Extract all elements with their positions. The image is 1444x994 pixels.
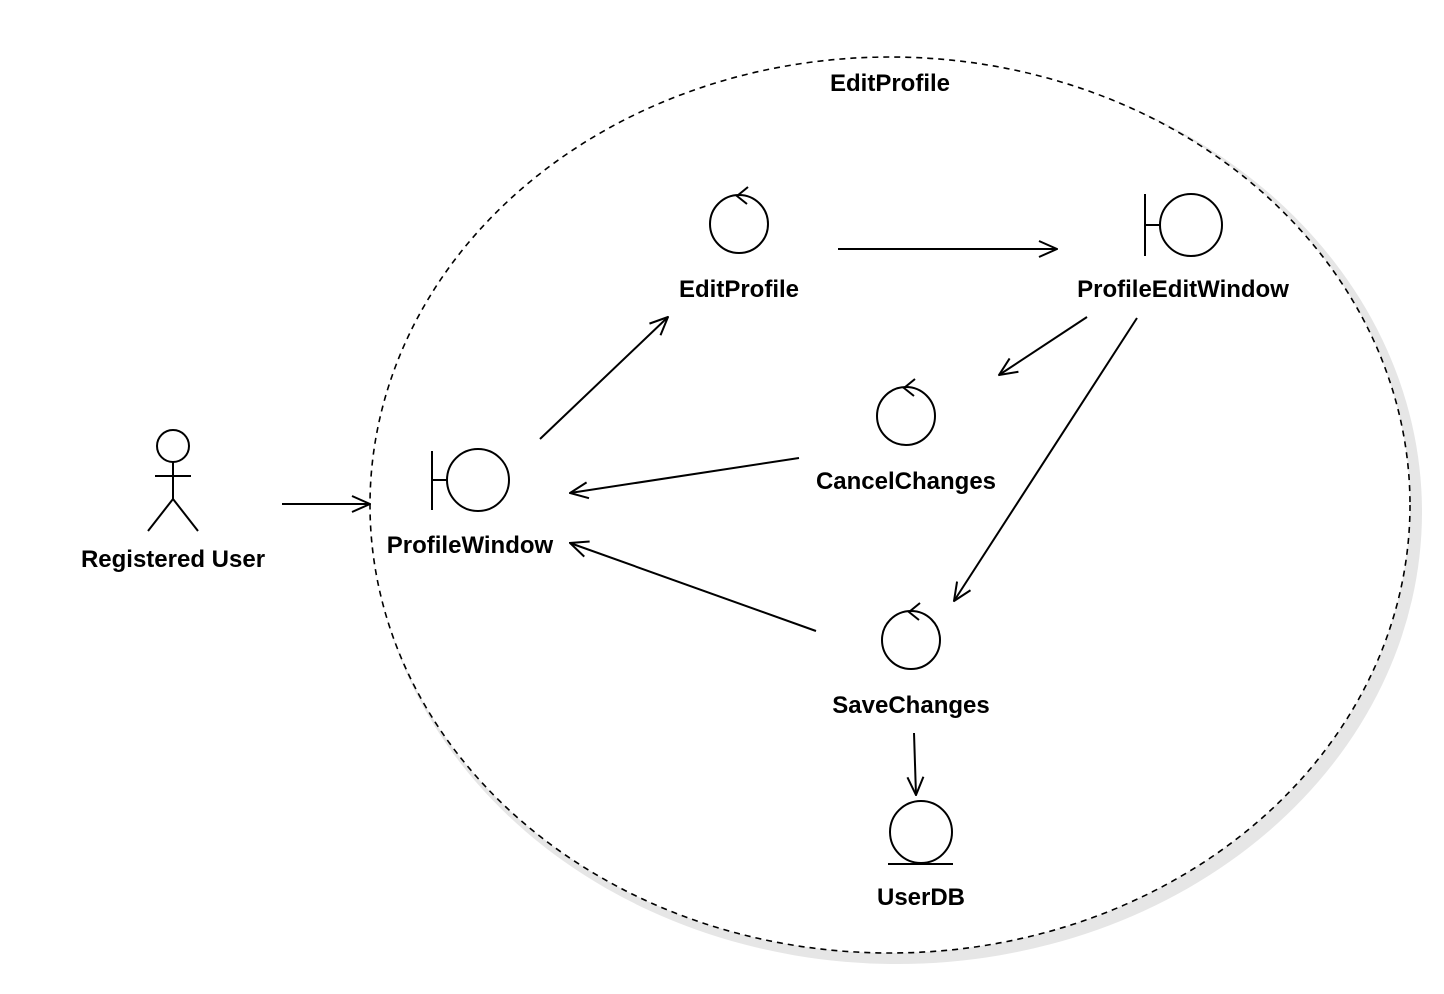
profile-edit-window-label: ProfileEditWindow [1077,276,1289,303]
cancel-changes-label: CancelChanges [816,468,996,495]
control-icon [881,602,941,670]
edge-profile-edit-window-to-cancel-changes[interactable] [999,316,1088,375]
node-profile-window[interactable]: ProfileWindow [387,448,554,559]
actor-icon [147,429,199,532]
boundary-icon [431,448,510,512]
edges [282,249,1138,795]
control-icon [709,186,769,254]
edge-cancel-changes-to-profile-window[interactable] [570,457,800,493]
boundary-ellipse [369,56,1411,954]
save-changes-label: SaveChanges [832,692,989,719]
node-save-changes[interactable]: SaveChanges [832,602,990,719]
boundary-label: EditProfile [830,70,950,97]
node-cancel-changes[interactable]: CancelChanges [816,378,996,495]
node-profile-edit-window[interactable]: ProfileEditWindow [1077,193,1289,303]
edit-profile-label: EditProfile [679,276,799,303]
edge-save-changes-to-user-db[interactable] [914,732,916,795]
edge-save-changes-to-profile-window[interactable] [570,543,817,632]
use-case-boundary[interactable]: EditProfile [369,56,1422,964]
actor-registered-user[interactable]: Registered User [81,429,265,573]
entity-icon [888,800,953,865]
control-icon [876,378,936,446]
node-edit-profile[interactable]: EditProfile [679,186,799,303]
user-db-label: UserDB [877,884,965,911]
edge-profile-window-to-edit-profile[interactable] [539,317,668,440]
actor-label: Registered User [81,546,265,573]
node-user-db[interactable]: UserDB [877,800,965,911]
edge-profile-edit-window-to-save-changes[interactable] [954,317,1138,601]
profile-window-label: ProfileWindow [387,532,554,559]
boundary-icon [1144,193,1223,257]
